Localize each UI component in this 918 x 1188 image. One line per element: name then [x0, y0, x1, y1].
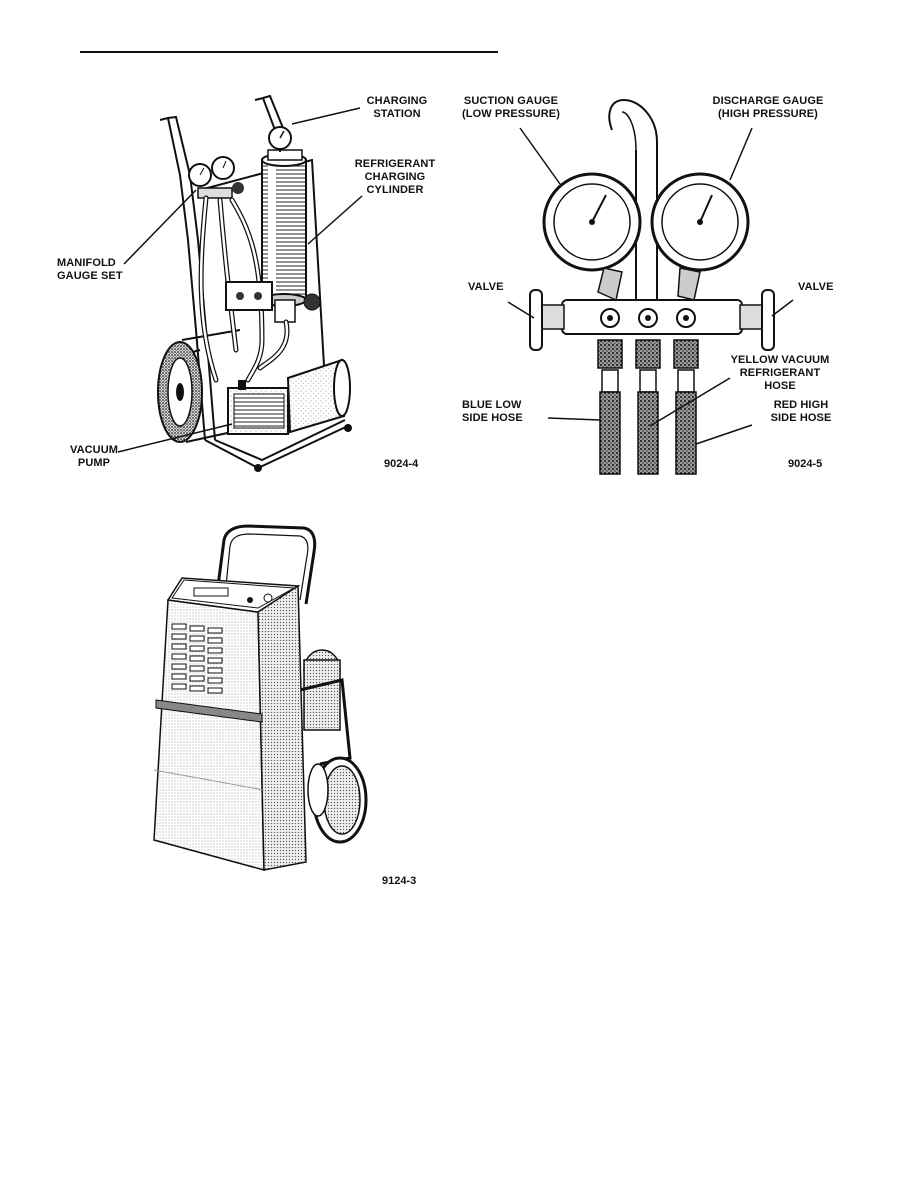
suction-gauge-drawing [542, 172, 642, 302]
figure-number-9124-3: 9124-3 [382, 875, 417, 887]
cart-manifold-gauges [188, 156, 244, 199]
vacuum-pump-drawing [227, 358, 351, 435]
label-red-high-side-hose: RED HIGH SIDE HOSE [770, 399, 832, 424]
figure-number-9024-4: 9024-4 [384, 458, 419, 470]
label-refrigerant-charging-cylinder: REFRIGERANT CHARGING CYLINDER [354, 158, 436, 196]
cart-wheel [157, 341, 203, 443]
refrigerant-cylinder-drawing [261, 126, 321, 323]
label-charging-station: CHARGING STATION [366, 95, 428, 120]
figure-number-9024-5: 9024-5 [788, 458, 823, 470]
discharge-gauge-drawing [650, 172, 750, 301]
label-discharge-gauge: DISCHARGE GAUGE (HIGH PRESSURE) [712, 95, 824, 120]
label-yellow-vacuum-hose: YELLOW VACUUM REFRIGERANT HOSE [730, 354, 830, 392]
label-valve-right: VALVE [798, 281, 834, 293]
header-rule [80, 51, 498, 53]
label-vacuum-pump: VACUUM PUMP [69, 444, 119, 469]
label-suction-gauge: SUCTION GAUGE (LOW PRESSURE) [462, 95, 560, 120]
label-manifold-gauge-set: MANIFOLD GAUGE SET [57, 257, 123, 282]
label-blue-low-side-hose: BLUE LOW SIDE HOSE [462, 399, 523, 424]
label-valve-left: VALVE [468, 281, 504, 293]
